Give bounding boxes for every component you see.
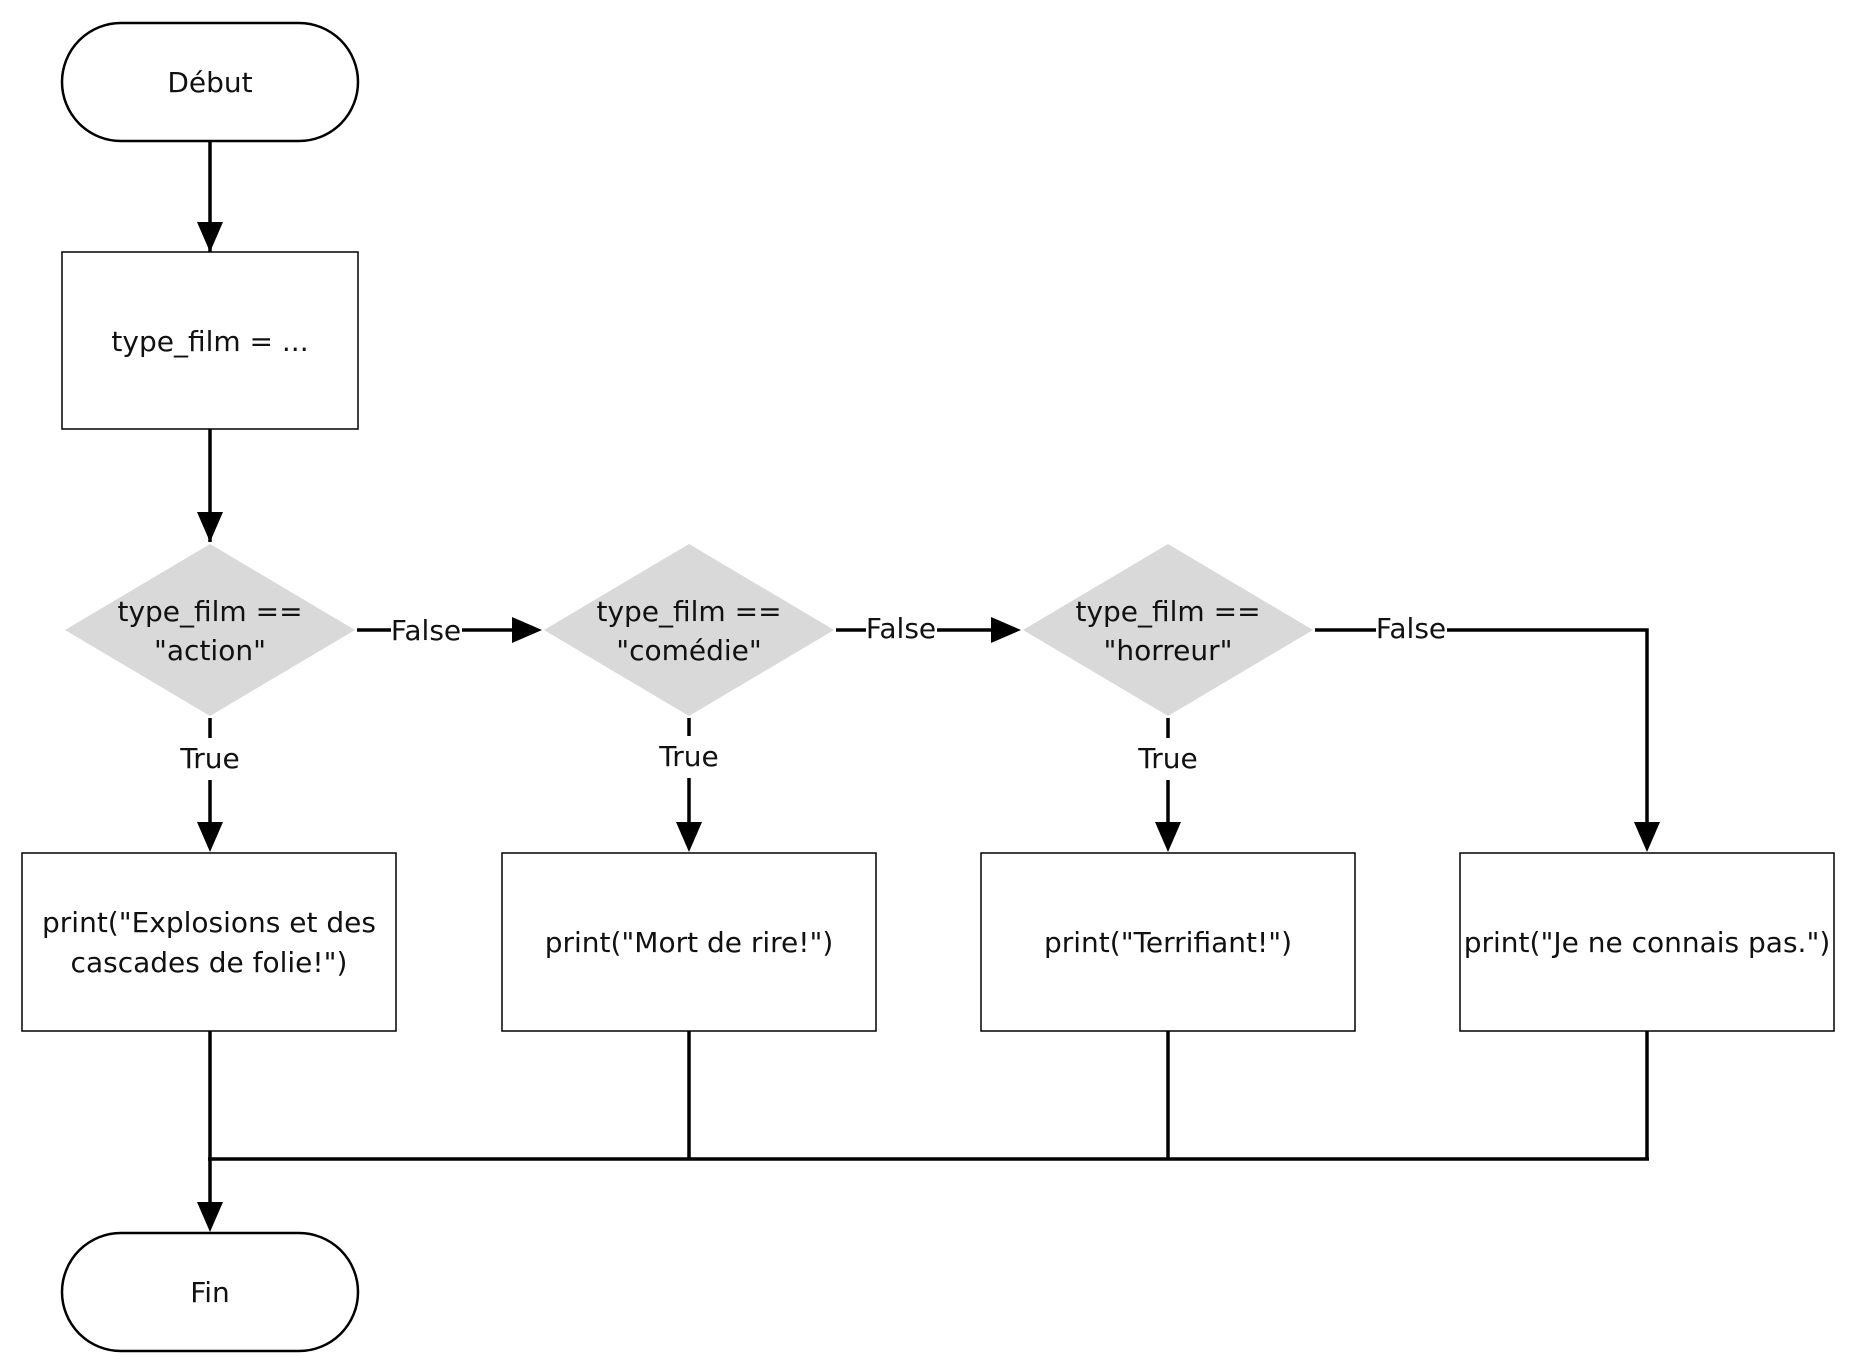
edge-true-comedie: True: [658, 718, 719, 852]
decision-comedie-line1: type_film ==: [596, 595, 781, 628]
print-action-box: print("Explosions et des cascades de fol…: [21, 852, 397, 1032]
decision-comedie: type_film == "comédie": [544, 544, 834, 716]
true-label-horreur: True: [1137, 742, 1197, 775]
assign-label: type_film = ...: [111, 325, 308, 358]
decision-horreur: type_film == "horreur": [1023, 544, 1313, 716]
edge-false-action-comedie: False: [357, 614, 542, 647]
print-default-label: print("Je ne connais pas."): [1464, 926, 1831, 959]
print-horreur-label: print("Terrifiant!"): [1044, 926, 1292, 959]
true-label-action: True: [179, 742, 239, 775]
print-comedie-label: print("Mort de rire!"): [545, 926, 834, 959]
edge-true-action: True: [179, 718, 240, 852]
decision-action-line2: "action": [154, 634, 266, 667]
decision-horreur-line1: type_film ==: [1075, 595, 1260, 628]
print-horreur-box: print("Terrifiant!"): [980, 852, 1356, 1032]
arrowhead-start-assign: [197, 222, 223, 252]
start-terminal: Début: [60, 21, 360, 143]
end-label: Fin: [190, 1276, 230, 1309]
decision-horreur-line2: "horreur": [1103, 634, 1232, 667]
true-label-comedie: True: [658, 740, 718, 773]
start-label: Début: [167, 66, 252, 99]
print-default-box: print("Je ne connais pas."): [1459, 852, 1835, 1032]
arrowhead-assign-decision: [197, 512, 223, 542]
edge-false-comedie-horreur: False: [836, 612, 1021, 645]
false-label-horreur: False: [1376, 612, 1446, 645]
decision-comedie-line2: "comédie": [616, 634, 762, 667]
edge-true-horreur: True: [1137, 718, 1198, 852]
print-comedie-box: print("Mort de rire!"): [501, 852, 877, 1032]
print-action-line2: cascades de folie!"): [71, 946, 348, 979]
print-action-line1: print("Explosions et des: [42, 906, 376, 939]
decision-action: type_film == "action": [65, 544, 355, 716]
false-label-comedie: False: [866, 612, 936, 645]
merge-connectors: [197, 1031, 1649, 1232]
decision-action-line1: type_film ==: [117, 595, 302, 628]
assign-process: type_film = ...: [61, 251, 359, 430]
edge-false-horreur-default: False: [1315, 612, 1660, 852]
false-label-action: False: [391, 614, 461, 647]
end-terminal: Fin: [60, 1231, 360, 1353]
